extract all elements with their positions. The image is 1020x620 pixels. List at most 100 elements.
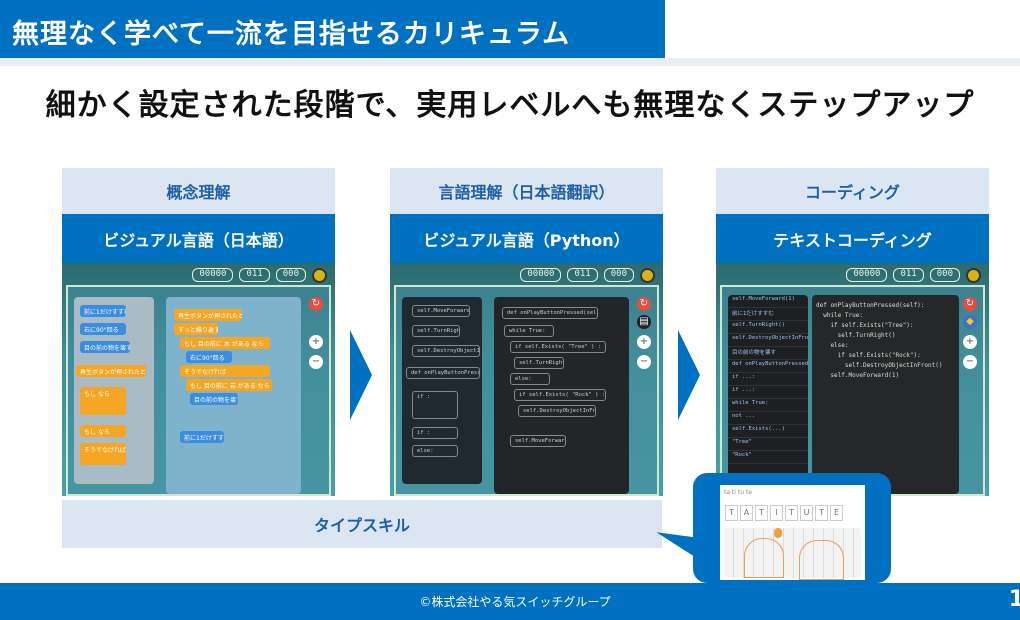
typing-skill-bar: タイプスキル bbox=[62, 500, 662, 548]
snippet-item[interactable]: "Rock" bbox=[728, 451, 808, 464]
zoom-out-icon[interactable]: − bbox=[963, 355, 977, 369]
stage-label: 概念理解 bbox=[62, 168, 335, 214]
banner-title: 無理なく学べて一流を目指せるカリキュラム bbox=[0, 0, 665, 58]
block[interactable]: 再生ボタンが押されたとき bbox=[76, 365, 146, 377]
block[interactable]: 再生ボタンが押されたとき bbox=[174, 309, 242, 321]
hud-runs: 000 bbox=[929, 268, 960, 282]
block[interactable]: self.TurnRight() bbox=[514, 357, 564, 369]
block[interactable]: 前に1だけすすむ bbox=[180, 431, 224, 443]
reset-icon[interactable]: ↻ bbox=[309, 297, 323, 311]
block[interactable]: ずっと繰り返す bbox=[174, 323, 218, 335]
hud-runs: 000 bbox=[603, 268, 634, 282]
block[interactable]: if self.Exists( "Rock" ) : bbox=[514, 389, 606, 401]
snippet-item[interactable]: self.MoveForward(1) bbox=[728, 295, 808, 308]
block[interactable]: そうでなければ bbox=[180, 365, 270, 377]
footer: ©株式会社やる気スイッチグループ 1 bbox=[0, 583, 1020, 620]
game-screenshot: 00000 011 000 前に1だけすすむ 右に90°回る 目の前の物を壊す 再生… bbox=[62, 263, 335, 496]
stage-label: 言語理解（日本語翻訳） bbox=[390, 168, 663, 214]
hud-runs: 000 bbox=[275, 268, 306, 282]
zoom-in-icon[interactable]: + bbox=[963, 335, 977, 349]
snippet-item[interactable]: while True: bbox=[728, 399, 808, 412]
block[interactable]: self.DestroyObjectInFront() bbox=[412, 345, 480, 357]
zoom-in-icon[interactable]: + bbox=[637, 335, 651, 349]
block[interactable]: もし 目の前に 岩 がある なら bbox=[186, 379, 272, 391]
block[interactable]: もし 目の前に 木 がある なら bbox=[180, 337, 270, 349]
block[interactable]: else: bbox=[412, 445, 458, 457]
code-editor[interactable]: def onPlayButtonPressed(self): while Tru… bbox=[816, 302, 943, 379]
snippet-item[interactable]: 前に1だけすすむ bbox=[728, 308, 808, 321]
hud-score: 00000 bbox=[520, 268, 562, 282]
block[interactable]: if self.Exists( "Tree" ) : bbox=[510, 341, 606, 353]
snippet-item[interactable]: self.Exists(...) bbox=[728, 425, 808, 438]
typing-key: T bbox=[755, 505, 768, 521]
typing-key: A bbox=[740, 505, 753, 521]
typing-key: I bbox=[770, 505, 783, 521]
trophy-icon bbox=[312, 267, 327, 283]
mode-label: ビジュアル言語（Python） bbox=[390, 214, 663, 263]
typing-key: E bbox=[830, 505, 843, 521]
reset-icon[interactable]: ↻ bbox=[637, 297, 651, 311]
block[interactable]: self.MoveForward(1) bbox=[510, 435, 566, 447]
keyboard-with-hands bbox=[724, 528, 861, 580]
zoom-out-icon[interactable]: − bbox=[309, 355, 323, 369]
lesson-title: ta ti tu te bbox=[724, 489, 752, 496]
typing-key: T bbox=[725, 505, 738, 521]
block[interactable]: もし なら bbox=[80, 387, 126, 415]
block[interactable]: 前に1だけすすむ bbox=[80, 305, 126, 317]
banner-stripe bbox=[0, 58, 1020, 66]
block[interactable]: self.DestroyObjectInFront() bbox=[518, 405, 596, 417]
trophy-icon bbox=[966, 267, 981, 283]
snippet-item[interactable]: if ...: bbox=[728, 386, 808, 399]
trophy-icon bbox=[640, 267, 655, 283]
hud-blocks: 011 bbox=[239, 268, 270, 282]
stage-label: コーディング bbox=[716, 168, 989, 214]
snippet-item[interactable]: def onPlayButtonPressed(self) bbox=[728, 360, 808, 373]
block[interactable]: そうでなければ bbox=[80, 443, 126, 465]
hud-score: 00000 bbox=[192, 268, 234, 282]
block[interactable]: if : bbox=[412, 391, 458, 419]
zoom-out-icon[interactable]: − bbox=[637, 355, 651, 369]
mode-label: テキストコーディング bbox=[716, 214, 989, 263]
typing-key: U bbox=[800, 505, 813, 521]
hud-score: 00000 bbox=[846, 268, 888, 282]
column-visual-jp: 概念理解 ビジュアル言語（日本語） 00000 011 000 前に1だけすすむ 右… bbox=[62, 168, 335, 496]
block[interactable]: 目の前の物を壊す bbox=[80, 341, 130, 353]
page-number: 1 bbox=[1008, 587, 1020, 612]
hud-blocks: 011 bbox=[567, 268, 598, 282]
snippet-item[interactable]: not ... bbox=[728, 412, 808, 425]
arrow-right-icon bbox=[678, 330, 700, 420]
block[interactable]: 右に90°回る bbox=[80, 323, 126, 335]
block[interactable]: while True: bbox=[504, 325, 554, 337]
arrow-right-icon bbox=[350, 330, 372, 420]
reset-icon[interactable]: ↻ bbox=[963, 297, 977, 311]
game-screenshot: 00000 011 000 self.MoveForward(1) self.Tur… bbox=[390, 263, 663, 496]
python-icon[interactable]: ◆ bbox=[963, 315, 977, 329]
snippet-item[interactable]: "Tree" bbox=[728, 438, 808, 451]
subtitle: 細かく設定された段階で、実用レベルへも無理なくステップアップ bbox=[45, 88, 975, 123]
toggle-view-icon[interactable]: ▤ bbox=[637, 315, 651, 329]
block[interactable]: def onPlayButtonPressed(self): bbox=[406, 367, 480, 379]
block[interactable]: else: bbox=[510, 373, 550, 385]
block[interactable]: if : bbox=[412, 427, 458, 439]
typing-key: T bbox=[815, 505, 828, 521]
snippet-item[interactable]: self.TurnRight() bbox=[728, 321, 808, 334]
column-text-coding: コーディング テキストコーディング 00000 011 000 self.MoveF… bbox=[716, 168, 989, 496]
block[interactable]: 右に90°回る bbox=[186, 351, 232, 363]
block[interactable]: self.TurnRight() bbox=[412, 325, 460, 337]
block[interactable]: もし なら bbox=[80, 425, 126, 437]
block[interactable]: self.MoveForward(1) bbox=[412, 305, 470, 317]
snippet-item[interactable]: self.DestroyObjectInFront() bbox=[728, 334, 808, 347]
mode-label: ビジュアル言語（日本語） bbox=[62, 214, 335, 263]
block[interactable]: def onPlayButtonPressed(self): bbox=[502, 307, 598, 319]
block[interactable]: 目の前の物を壊す bbox=[190, 393, 238, 405]
zoom-in-icon[interactable]: + bbox=[309, 335, 323, 349]
hud-blocks: 011 bbox=[893, 268, 924, 282]
typing-key: T bbox=[785, 505, 798, 521]
snippet-item[interactable]: 目の前の物を壊す bbox=[728, 347, 808, 360]
snippet-item[interactable]: if ...: bbox=[728, 373, 808, 386]
copyright: ©株式会社やる気スイッチグループ bbox=[419, 595, 611, 609]
